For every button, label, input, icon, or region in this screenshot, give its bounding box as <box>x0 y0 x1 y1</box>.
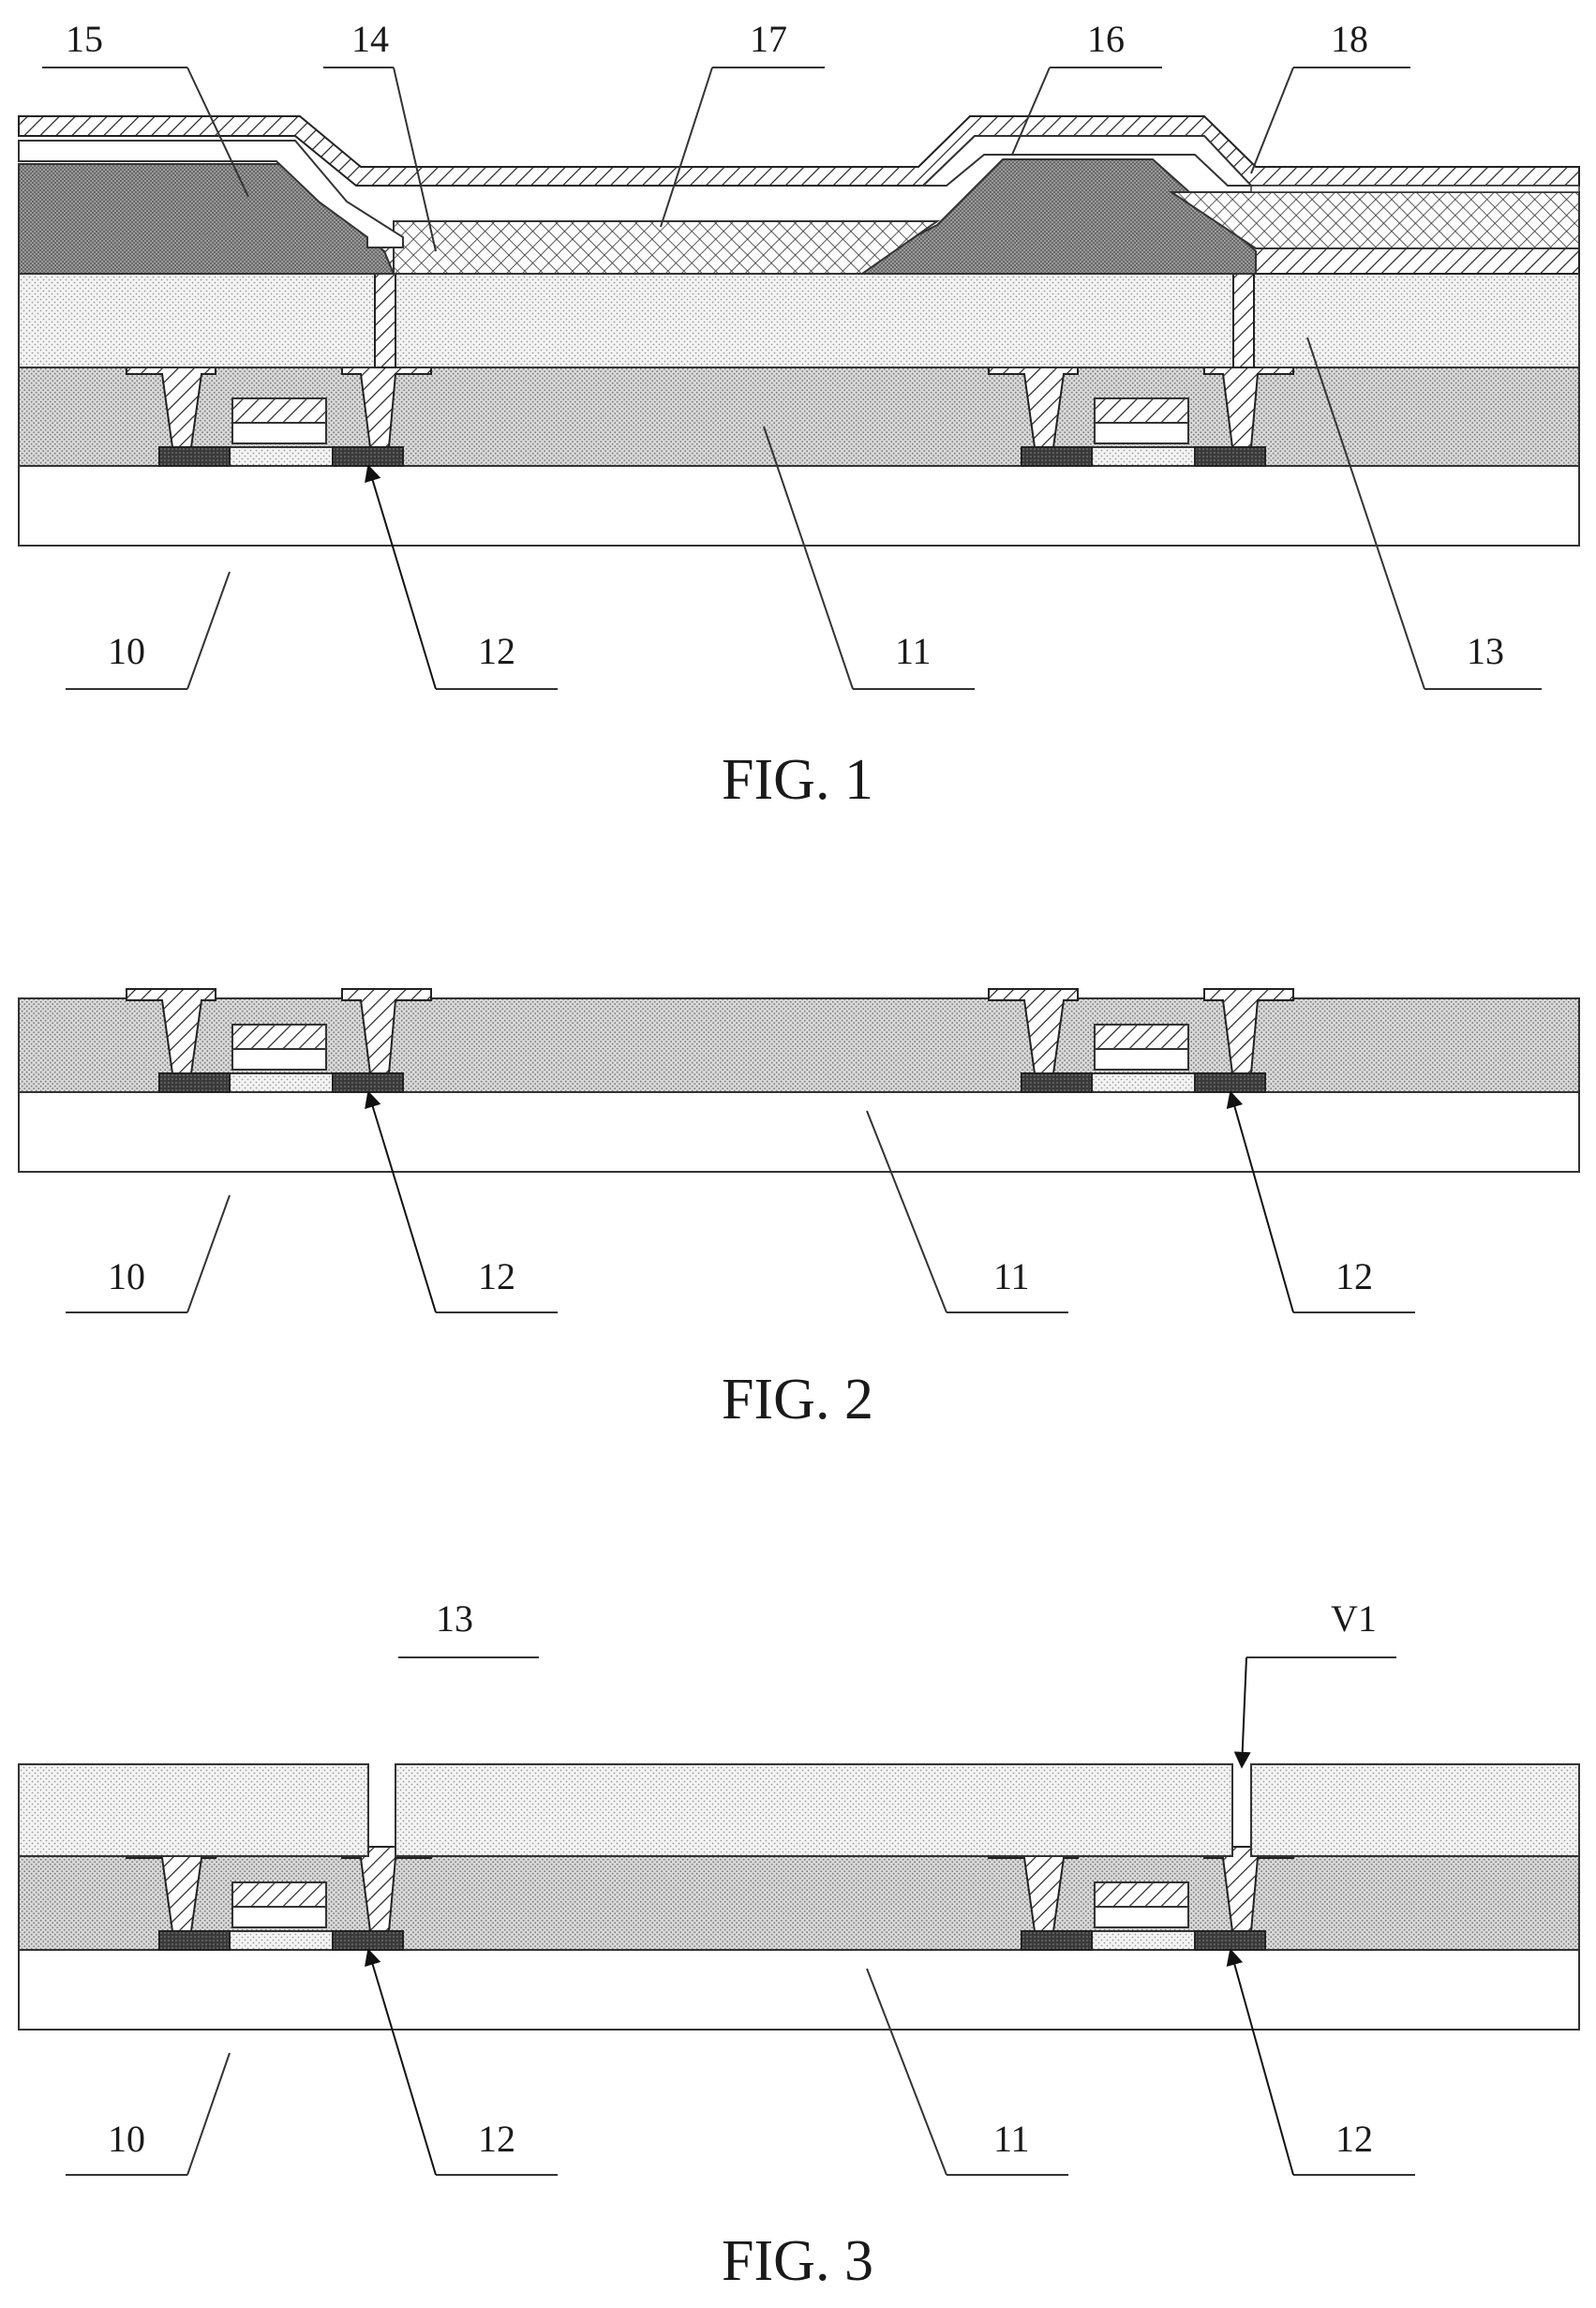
label-11: 11 <box>895 630 932 672</box>
figure-caption: FIG. 2 <box>722 1368 873 1431</box>
label-10: 10 <box>108 1255 145 1297</box>
electrode-layer <box>1209 247 1579 274</box>
substrate-layer <box>19 1950 1579 2030</box>
pixel-filling <box>394 221 937 274</box>
cover-layer <box>1251 186 1579 192</box>
label-12: 12 <box>1335 2118 1373 2160</box>
planarization-layer <box>19 1764 368 1856</box>
figure-caption: FIG. 1 <box>722 748 873 812</box>
via-electrode <box>1233 274 1254 367</box>
label-12: 12 <box>1335 1255 1373 1297</box>
figure-1: 15 14 17 16 18 13 11 12 10 FIG. 1 <box>19 18 1579 812</box>
label-15: 15 <box>66 18 103 60</box>
label-12: 12 <box>478 630 515 672</box>
label-12: 12 <box>478 2118 515 2160</box>
label-17: 17 <box>750 18 787 60</box>
via-electrode <box>375 274 395 367</box>
planarization-layer <box>395 1764 1232 1856</box>
leader-arrow <box>1242 1657 1246 1767</box>
planarization-layer <box>19 274 1579 367</box>
label-13: 13 <box>436 1597 473 1640</box>
label-16: 16 <box>1087 18 1125 60</box>
substrate-layer <box>19 1092 1579 1172</box>
label-10: 10 <box>108 2118 145 2160</box>
label-11: 11 <box>993 1255 1030 1297</box>
planarization-layer <box>1251 1764 1579 1856</box>
label-11: 11 <box>993 2118 1030 2160</box>
substrate-layer <box>19 466 1579 546</box>
figure-2: 10 12 11 12 FIG. 2 <box>19 989 1579 1431</box>
label-14: 14 <box>351 18 389 60</box>
figure-caption: FIG. 3 <box>722 2229 873 2293</box>
label-12: 12 <box>478 1255 515 1297</box>
label-13: 13 <box>1467 630 1504 672</box>
figure-3: 13 V1 10 12 11 12 FIG. 3 <box>19 1597 1579 2293</box>
label-18: 18 <box>1331 18 1368 60</box>
label-v1: V1 <box>1331 1597 1377 1640</box>
label-10: 10 <box>108 630 145 672</box>
bank-block <box>19 164 394 274</box>
